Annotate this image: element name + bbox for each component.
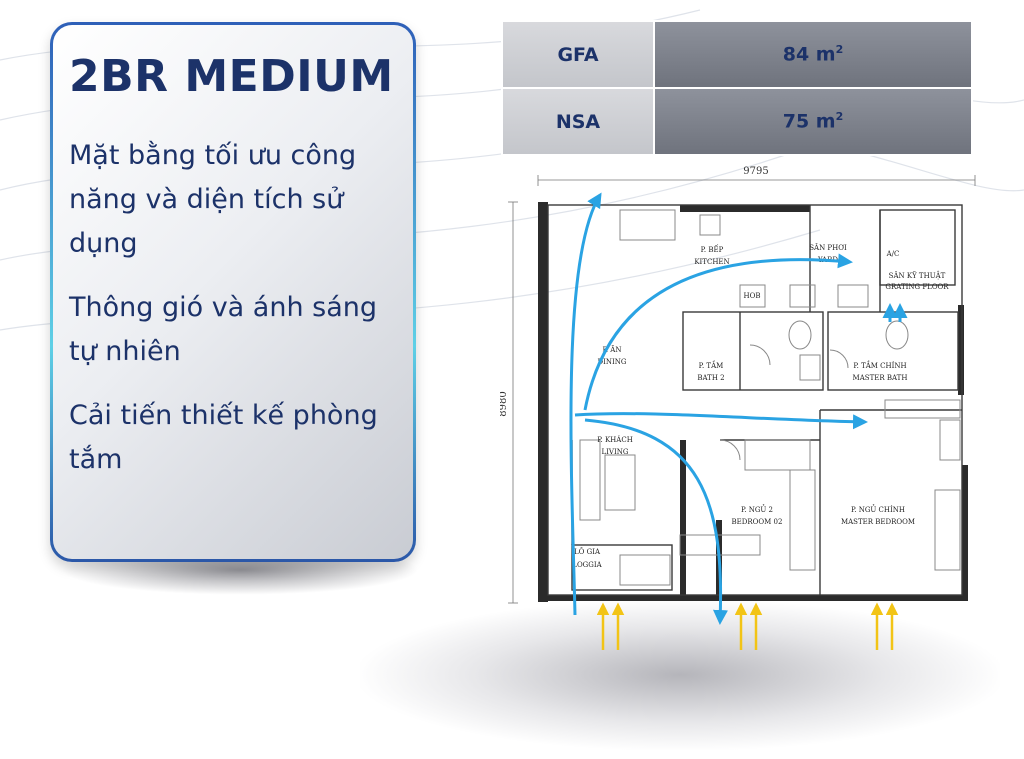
airflow-arrow-master (574, 412, 868, 430)
gfa-value: 84 m (782, 43, 836, 66)
room-master-bath-vn: P. TẮM CHÍNH (853, 360, 906, 370)
feature-layout: Mặt bằng tối ưu công năng và diện tích s… (69, 140, 357, 259)
plan-ground-shadow (360, 600, 1000, 750)
feature-bathroom: Cải tiến thiết kế phòng tắm (69, 400, 378, 475)
room-tech-vn: SÂN KỸ THUẬT (889, 271, 946, 280)
room-dining-vn: P. ĂN (603, 345, 622, 354)
dimension-height: 8980 (500, 391, 509, 416)
room-loggia-vn: LÔ GIA (574, 547, 601, 556)
room-drying-vn: SÂN PHƠI (809, 243, 847, 252)
nsa-row: NSA 75 m2 (501, 87, 973, 156)
airflow-arrow-kitchen (583, 253, 853, 411)
room-kitchen-en: KITCHEN (694, 258, 729, 266)
room-master-bed-en: MASTER BEDROOM (841, 518, 915, 526)
room-tech-en: GRATING FLOOR (885, 283, 949, 291)
gfa-value-cell: 84 m2 (653, 20, 973, 89)
room-loggia-en: LOGGIA (572, 561, 602, 569)
room-kitchen-vn: P. BẾP (701, 244, 724, 254)
room-master-bed-vn: P. NGỦ CHÍNH (851, 504, 905, 514)
spec-table: GFA 84 m2 NSA 75 m2 (501, 20, 973, 156)
dimension-width: 9795 (743, 166, 768, 177)
sunlight-arrows (596, 602, 899, 650)
dimension-lines (508, 175, 976, 604)
room-bed2-vn: P. NGỦ 2 (741, 504, 773, 514)
fixtures (579, 209, 961, 586)
nsa-value: 75 m (782, 110, 836, 133)
room-hob: HOB (744, 292, 761, 300)
gfa-label: GFA (501, 20, 655, 89)
airflow-arrow-up-left (569, 192, 602, 616)
room-ac: A/C (886, 250, 900, 258)
room-bed2-en: BEDROOM 02 (732, 518, 783, 526)
airflow-arrows (569, 192, 908, 625)
card-title: 2BR MEDIUM (69, 51, 394, 102)
room-master-bath-en: MASTER BATH (853, 374, 908, 382)
room-living-vn: P. KHÁCH (597, 435, 633, 444)
gfa-row: GFA 84 m2 (501, 20, 973, 89)
nsa-label: NSA (501, 87, 655, 156)
airflow-arrow-bedroom2 (584, 418, 728, 625)
room-bath2-en: BATH 2 (697, 374, 724, 382)
nsa-value-cell: 75 m2 (653, 87, 973, 156)
nsa-unit-sup: 2 (835, 110, 844, 124)
feature-card: 2BR MEDIUM Mặt bằng tối ưu công năng và … (50, 22, 416, 562)
room-bath2-vn: P. TẮM (699, 360, 724, 370)
interior-walls (547, 204, 963, 596)
gfa-unit-sup: 2 (835, 43, 844, 57)
feature-ventilation: Thông gió và ánh sáng tự nhiên (69, 292, 378, 367)
room-living-en: LIVING (602, 448, 629, 456)
floor-plan: 9795 8980 (500, 166, 976, 650)
room-dining-en: DINING (598, 358, 627, 366)
